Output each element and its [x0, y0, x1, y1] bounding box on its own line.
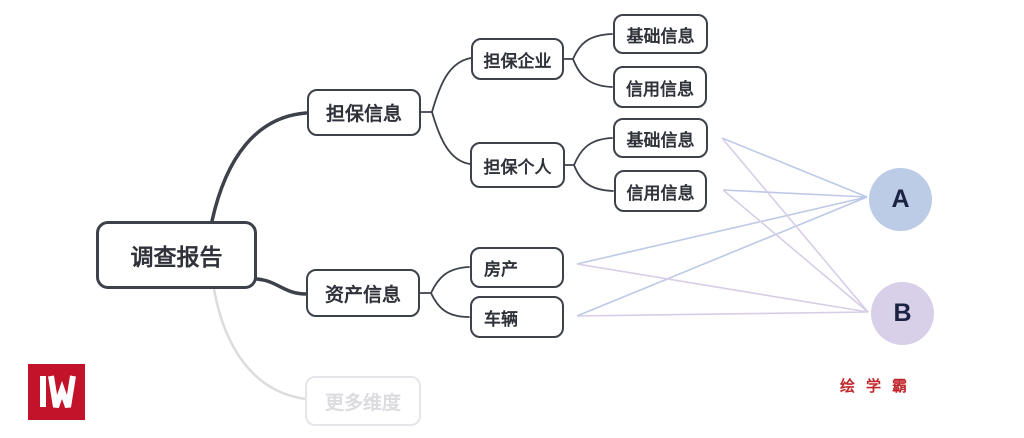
brand-logo [28, 364, 85, 420]
edge-guarantee-enterprise-fork [563, 33, 613, 88]
link-credit-info-individual-to-a [722, 189, 868, 198]
logo-w-glyph [48, 375, 76, 408]
link-real-estate-to-a [576, 196, 868, 265]
node-basic-info-individual[interactable]: 基础信息 [613, 118, 708, 158]
node-credit-info-individual[interactable]: 信用信息 [614, 170, 707, 212]
node-more-dimensions[interactable]: 更多维度 [305, 376, 421, 426]
edge-guarantee-info-fork [420, 57, 472, 165]
node-guarantee-info[interactable]: 担保信息 [307, 89, 421, 136]
link-real-estate-to-b [576, 263, 869, 313]
link-credit-info-individual-to-b [722, 189, 869, 313]
node-guarantee-individual[interactable]: 担保个人 [470, 142, 565, 188]
node-basic-info-enterprise[interactable]: 基础信息 [613, 14, 708, 54]
logo-bar [40, 376, 46, 407]
node-real-estate[interactable]: 房产 [470, 247, 564, 288]
target-circle-a[interactable]: A [869, 168, 932, 231]
node-credit-info-enterprise[interactable]: 信用信息 [613, 66, 707, 108]
link-vehicle-to-a [576, 196, 868, 317]
link-vehicle-to-b [576, 311, 869, 317]
node-guarantee-enterprise[interactable]: 担保企业 [471, 38, 564, 80]
node-investigation-report[interactable]: 调查报告 [96, 221, 257, 289]
edge-root-to-more-dimensions [212, 287, 308, 401]
target-circle-b[interactable]: B [871, 282, 934, 345]
edge-root-to-guarantee-info [210, 111, 308, 223]
edge-asset-info-fork [419, 266, 470, 318]
edge-root-to-asset-info [255, 277, 308, 296]
link-basic-info-individual-to-a [721, 137, 868, 198]
node-asset-info[interactable]: 资产信息 [306, 269, 420, 317]
node-vehicle[interactable]: 车辆 [470, 296, 564, 338]
brand-text: 绘学霸 [840, 378, 919, 395]
link-basic-info-individual-to-b [721, 137, 869, 313]
edge-guarantee-individual-fork [564, 137, 614, 192]
